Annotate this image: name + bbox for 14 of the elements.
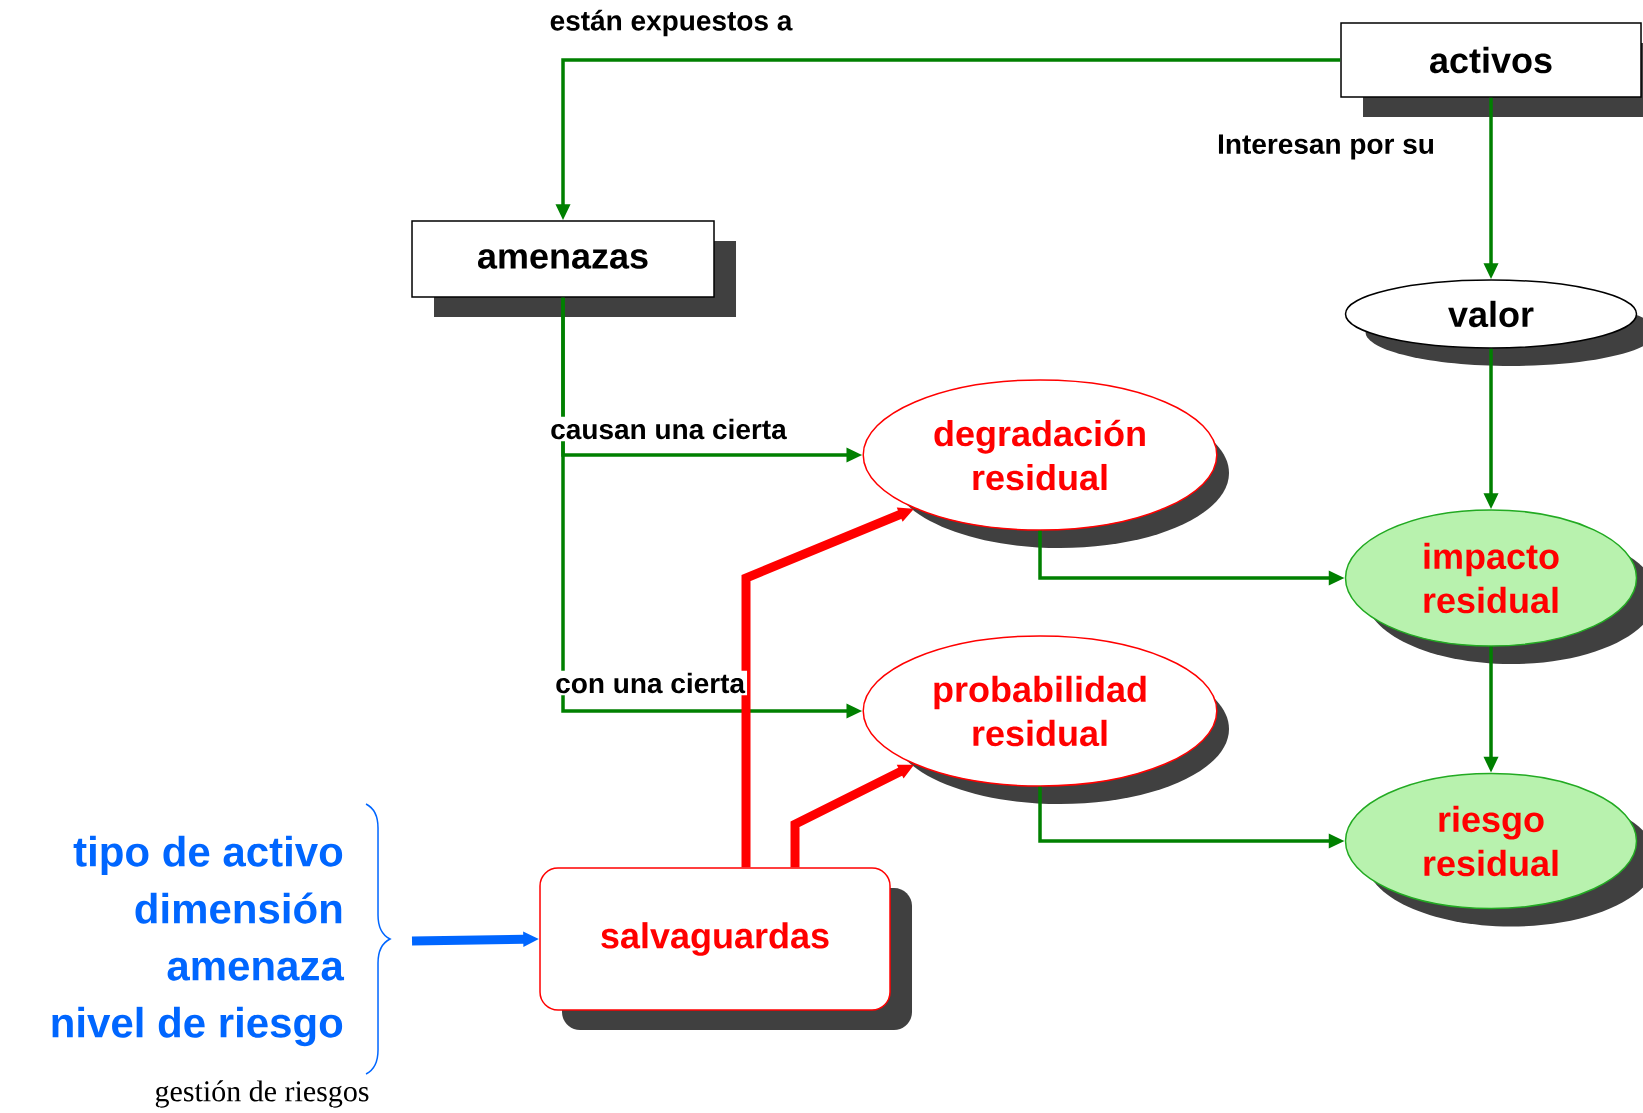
edge-label: están expuestos a bbox=[547, 7, 795, 39]
ellipse-node: impacto residual bbox=[1344, 509, 1643, 664]
ellipse-node: riesgo residual bbox=[1344, 772, 1643, 927]
rounded-box: salvaguardas bbox=[539, 867, 912, 1030]
footer-text: gestión de riesgos bbox=[155, 1080, 369, 1108]
edge-label: Interesan por su bbox=[1215, 132, 1437, 162]
edge-label: con una cierta bbox=[553, 670, 748, 696]
text-list: tipo de activo dimensión amenaza nivel de riesgo bbox=[52, 835, 345, 1047]
ellipse-node: probabilidad residual bbox=[862, 635, 1229, 804]
ellipse-node: valor bbox=[1344, 279, 1643, 366]
process-box: amenazas bbox=[411, 220, 736, 317]
edge-label: causan una cierta bbox=[548, 416, 789, 442]
process-box: activos bbox=[1340, 22, 1643, 117]
ellipse-node: degradación residual bbox=[862, 379, 1229, 548]
